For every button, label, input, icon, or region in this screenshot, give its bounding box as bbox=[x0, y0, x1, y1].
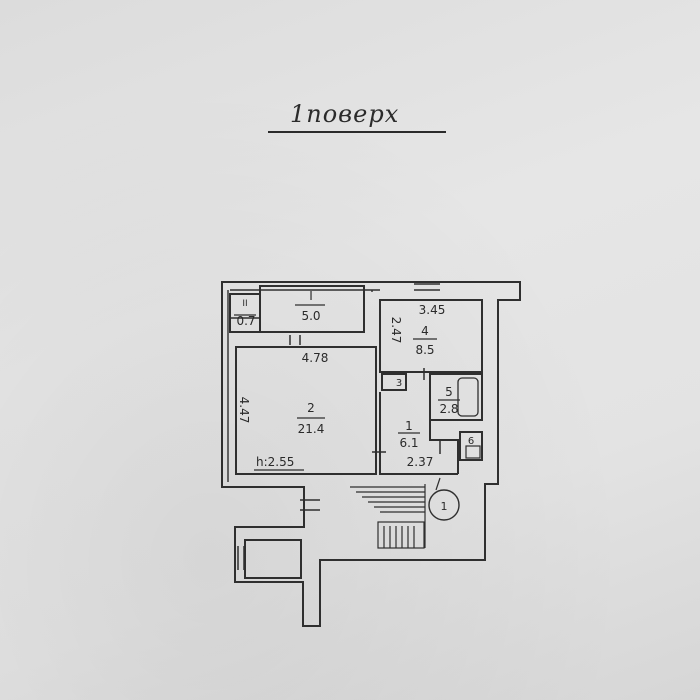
room-6-wall bbox=[459, 431, 483, 461]
stove bbox=[465, 445, 481, 459]
stair-marker-circle bbox=[428, 489, 460, 521]
dim-345: 3.45 bbox=[419, 303, 446, 317]
room-4-wall bbox=[379, 299, 483, 373]
room-1-wall bbox=[379, 392, 459, 475]
room-3-wall bbox=[381, 373, 407, 391]
room-5-number: 5 bbox=[445, 385, 453, 399]
dim-247: 2.47 bbox=[389, 317, 403, 344]
dim-447: 4.47 bbox=[237, 397, 251, 424]
dim-237: 2.37 bbox=[407, 455, 434, 469]
stair-marker-number: 1 bbox=[441, 500, 448, 513]
room-2-number: 2 bbox=[307, 401, 315, 415]
room-5-wall bbox=[429, 373, 483, 421]
annex-room-wall bbox=[244, 539, 302, 579]
room-ii-number: II bbox=[242, 299, 247, 309]
room-4-number: 4 bbox=[421, 324, 429, 338]
room-2-area: 21.4 bbox=[298, 422, 325, 436]
room-1-area: 6.1 bbox=[399, 436, 418, 450]
outer-wall-inner bbox=[227, 289, 380, 482]
outer-wall bbox=[221, 281, 521, 627]
stair-marker-line bbox=[435, 477, 441, 491]
room-ii-area: 0.7 bbox=[236, 314, 255, 328]
room-2-wall bbox=[235, 346, 377, 475]
room-i-area: 5.0 bbox=[301, 309, 320, 323]
room-3-number: 3 bbox=[396, 378, 402, 389]
room-1-number: 1 bbox=[405, 419, 413, 433]
stairs bbox=[350, 484, 426, 549]
floor-title: 1поверх bbox=[268, 100, 448, 134]
room-6-number: 6 bbox=[468, 436, 474, 447]
room-4-area: 8.5 bbox=[415, 343, 434, 357]
title-underline bbox=[268, 131, 446, 133]
wall-openings bbox=[230, 283, 441, 570]
room-i-number: I bbox=[309, 289, 313, 303]
room-i-wall bbox=[259, 285, 365, 333]
floor-title-text: 1поверх bbox=[290, 100, 400, 128]
bathtub bbox=[457, 377, 479, 417]
room-5-area: 2.8 bbox=[439, 402, 458, 416]
dim-478: 4.78 bbox=[302, 351, 329, 365]
height-label: h:2.55 bbox=[256, 455, 294, 469]
